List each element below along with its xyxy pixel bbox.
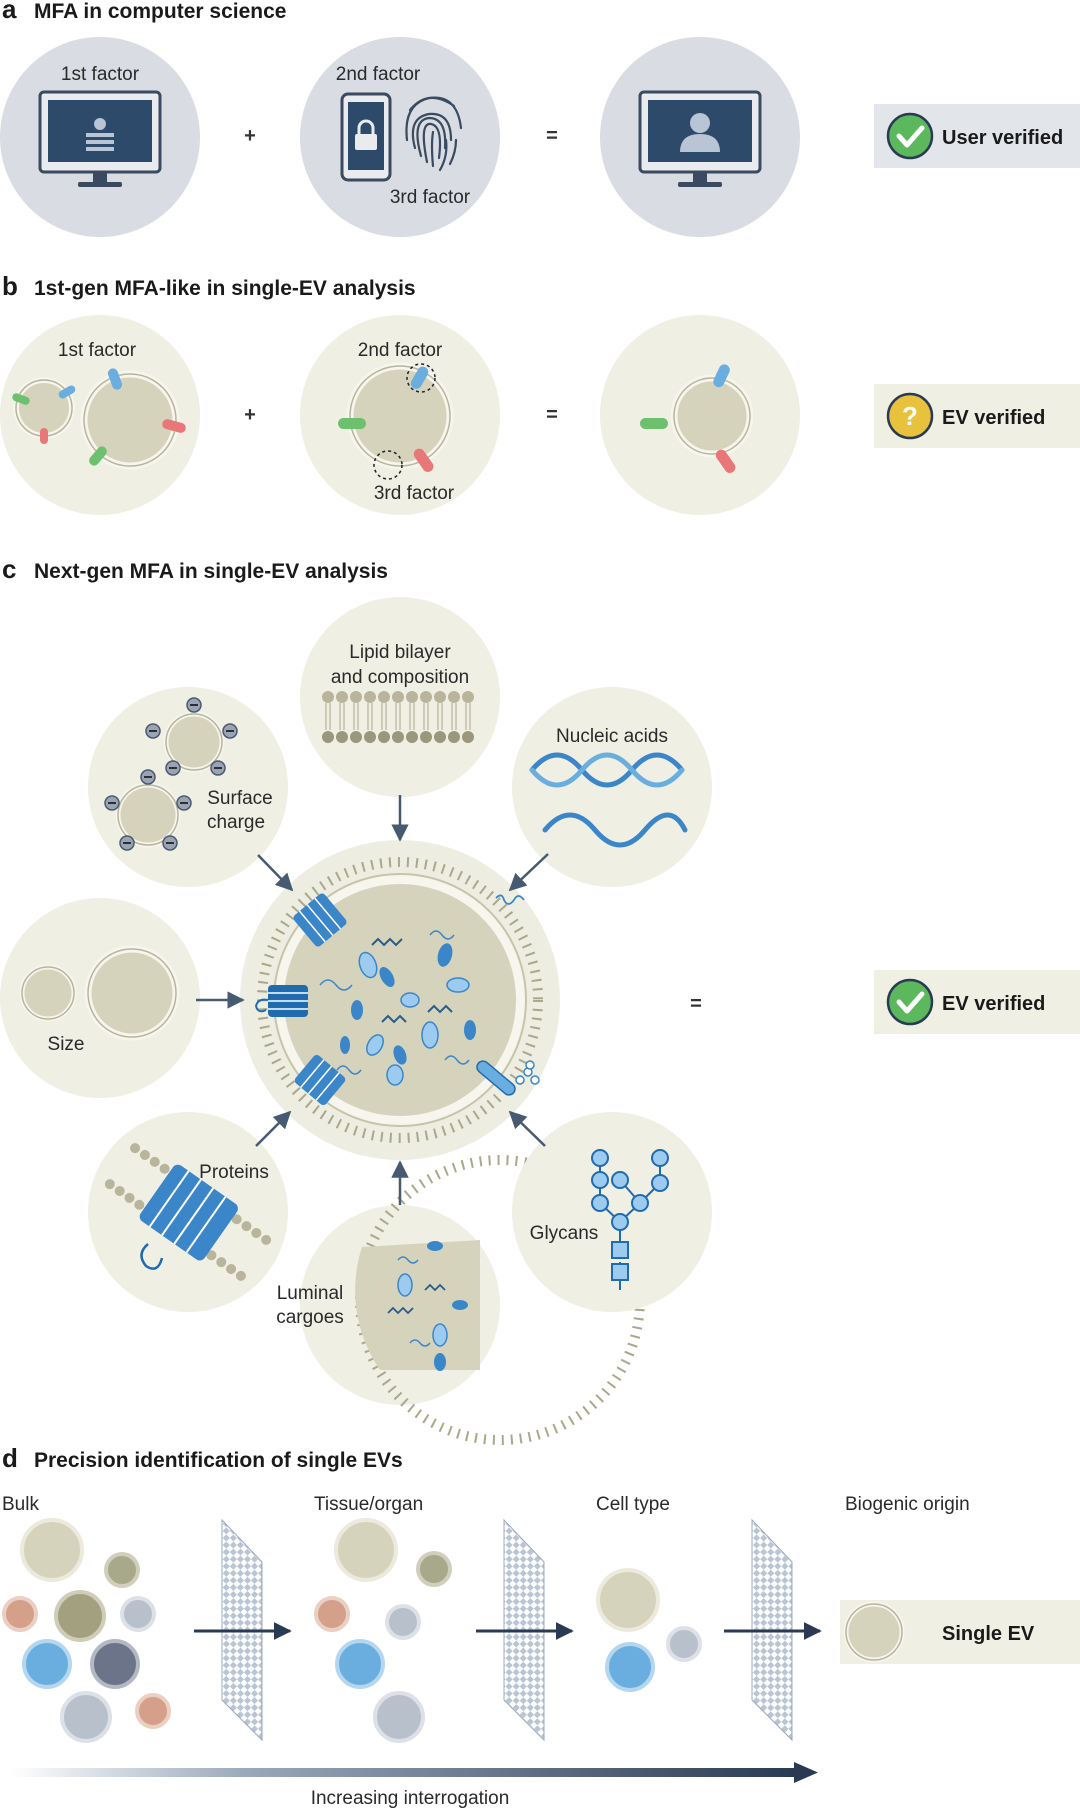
factor1-label: 1st factor: [61, 64, 140, 85]
cargo: [319, 930, 476, 1086]
panel-title: Precision identification of single EVs: [34, 1449, 403, 1472]
panel-a: a MFA in computer science 1st factor + 2…: [0, 0, 1080, 237]
interrogation-label: Increasing interrogation: [311, 1788, 510, 1809]
question-icon: ?: [886, 392, 934, 440]
surface-charge-label: charge: [207, 812, 265, 833]
cell-type-evs: [596, 1568, 702, 1692]
factor2-label: 2nd factor: [358, 340, 443, 361]
fingerprint-icon: [405, 96, 463, 172]
size-label: Size: [48, 1034, 85, 1055]
bulk-evs: [2, 1518, 171, 1743]
panel-letter: b: [2, 271, 18, 301]
central-ev: [257, 857, 543, 1143]
stage-label-tissue: Tissue/organ: [314, 1494, 423, 1515]
plus-sign: +: [244, 125, 256, 147]
ev-small: [13, 377, 75, 439]
green-marker: [640, 418, 668, 429]
panel-letter: d: [2, 1443, 18, 1473]
lipid-label: Lipid bilayer: [349, 642, 451, 663]
tissue-evs: [314, 1518, 452, 1743]
ev: [670, 374, 754, 458]
glycans-label: Glycans: [530, 1223, 599, 1244]
blue-marker: [58, 385, 76, 399]
charged-evs: [115, 711, 225, 848]
stage-label-origin: Biogenic origin: [845, 1494, 970, 1515]
panel-b: b 1st-gen MFA-like in single-EV analysis…: [0, 271, 1080, 515]
factor2-circle: [300, 37, 500, 237]
luminal-label: Luminal: [277, 1283, 344, 1304]
green-marker: [89, 446, 107, 466]
protein-membrane-icon: [104, 1143, 272, 1281]
check-icon: [886, 978, 934, 1026]
panel-title: 1st-gen MFA-like in single-EV analysis: [34, 277, 416, 300]
pink-marker: [715, 449, 736, 473]
factor3-label: 3rd factor: [390, 187, 471, 208]
luminal-label: cargoes: [276, 1307, 344, 1328]
interrogation-arrow: [10, 1762, 818, 1783]
monitor-user-icon: [638, 90, 762, 187]
ev: [346, 362, 454, 470]
panel-title: Next-gen MFA in single-EV analysis: [34, 560, 388, 583]
pink-marker: [413, 448, 434, 472]
lipid-label: and composition: [331, 667, 469, 688]
nucleic-label: Nucleic acids: [556, 726, 668, 747]
result-label: Single EV: [942, 1623, 1035, 1645]
factor3-label: 3rd factor: [374, 483, 455, 504]
stage-label-bulk: Bulk: [2, 1494, 39, 1515]
check-icon: [886, 112, 934, 160]
glycan-icon: [591, 1149, 669, 1290]
result-label: EV verified: [942, 407, 1045, 429]
panel-c: c Next-gen MFA in single-EV analysis: [0, 554, 1080, 1440]
monitor-icon: [38, 90, 162, 187]
surface-charge-label: Surface: [207, 788, 272, 809]
single-ev: [843, 1601, 905, 1663]
result-label: User verified: [942, 127, 1063, 149]
svg-text:?: ?: [902, 401, 918, 431]
plus-sign: +: [244, 404, 256, 426]
pink-marker: [40, 428, 48, 444]
panel-letter: a: [2, 0, 17, 24]
green-marker: [12, 393, 30, 405]
blue-marker: [107, 368, 123, 390]
pink-marker: [162, 419, 186, 433]
highlight-ring: [406, 363, 436, 393]
ev-large: [80, 370, 180, 470]
lipid-bilayer-icon: [322, 691, 474, 743]
membrane-proteins: [254, 893, 540, 1106]
panel-title: MFA in computer science: [34, 0, 286, 23]
nucleic-circle: [512, 687, 712, 887]
stage-label-cell: Cell type: [596, 1494, 670, 1515]
size-evs: [19, 945, 180, 1041]
factor1-label: 1st factor: [58, 340, 137, 361]
green-marker: [338, 418, 366, 429]
blue-marker: [410, 366, 429, 389]
proteins-label: Proteins: [199, 1162, 269, 1183]
equals-sign: =: [546, 404, 558, 426]
result-label: EV verified: [942, 993, 1045, 1015]
arrows: [196, 795, 549, 1205]
panel-letter: c: [2, 554, 16, 584]
blue-marker: [713, 364, 730, 388]
panel-d: d Precision identification of single EVs…: [2, 1443, 1080, 1809]
phone-lock-icon: [340, 92, 392, 182]
factor2-label: 2nd factor: [336, 64, 421, 85]
equals-sign: =: [690, 993, 702, 1015]
highlight-ring: [373, 450, 403, 480]
equals-sign: =: [546, 125, 558, 147]
dna-icon: [529, 752, 688, 848]
